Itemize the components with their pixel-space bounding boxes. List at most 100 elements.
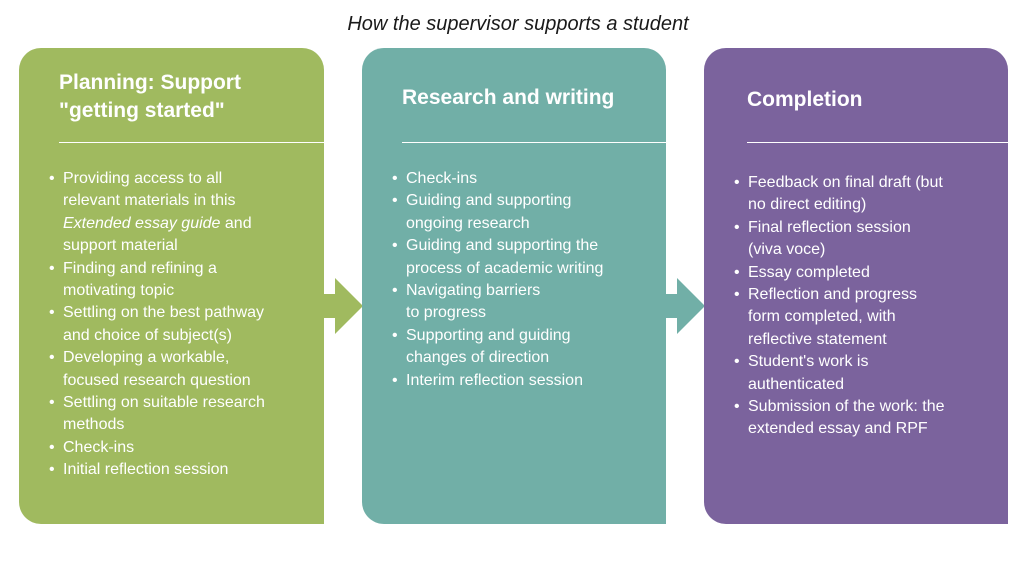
list-item-line: Initial reflection session xyxy=(63,459,310,481)
item-text: no direct editing) xyxy=(748,196,867,214)
bullet-icon: • xyxy=(734,398,740,416)
item-text: Guiding and supporting xyxy=(406,192,572,210)
stage-item-list: • Feedback on final draft (but no direct e… xyxy=(734,172,994,441)
item-text: Initial reflection session xyxy=(63,461,229,479)
list-item-line: Extended essay guide and xyxy=(63,213,310,235)
list-item: • Check-ins xyxy=(49,437,310,459)
item-text: form completed, with xyxy=(748,308,896,326)
bullet-icon: • xyxy=(734,263,740,281)
italic-text: Extended essay guide xyxy=(63,214,221,232)
bullet-icon: • xyxy=(392,326,398,344)
item-text: Interim reflection session xyxy=(406,371,583,389)
stage-research-writing: Research and writing •Check-ins•Guiding … xyxy=(362,48,666,524)
list-item: • Interim reflection session xyxy=(392,370,652,392)
list-item-line: Check-ins xyxy=(63,437,310,459)
item-text: relevant materials in this xyxy=(63,192,236,210)
list-item-line: form completed, with xyxy=(748,306,994,328)
stage-title: Planning: Support "getting started" xyxy=(59,69,310,125)
list-item: • Reflection and progress form completed, … xyxy=(734,284,994,351)
stage-title-line: "getting started" xyxy=(59,99,225,122)
item-text: Student's work is xyxy=(748,353,869,371)
list-item: • Guiding and supporting ongoing research xyxy=(392,190,652,235)
item-text: Developing a workable, xyxy=(63,349,230,367)
list-item-line: Reflection and progress xyxy=(748,284,994,306)
list-item-line: Supporting and guiding xyxy=(406,325,652,347)
list-item: • Student's work is authenticated xyxy=(734,351,994,396)
diagram-caption: How the supervisor supports a student xyxy=(347,13,689,35)
list-item-line: ongoing research xyxy=(406,213,652,235)
list-item-line: Feedback on final draft (but xyxy=(748,172,994,194)
bullet-icon: • xyxy=(392,237,398,255)
list-item-line: Submission of the work: the xyxy=(748,396,994,418)
bullet-icon: • xyxy=(49,349,55,367)
item-text: and xyxy=(220,214,252,232)
list-item-line: Developing a workable, xyxy=(63,347,310,369)
stage-title-line: Planning: Support xyxy=(59,71,241,94)
stage-item-list: • Providing access to all relevant materia… xyxy=(49,168,310,482)
list-item-line: (viva voce) xyxy=(748,239,994,261)
list-item-line: Essay completed xyxy=(748,262,994,284)
item-text: support material xyxy=(63,237,178,255)
list-item-line: authenticated xyxy=(748,374,994,396)
item-text: Final reflection session xyxy=(748,218,911,236)
item-text: and choice of subject(s) xyxy=(63,326,232,344)
item-text: Reflection and progress xyxy=(748,286,917,304)
bullet-icon: • xyxy=(734,286,740,304)
item-text: to progress xyxy=(406,304,487,322)
list-item: •Final reflection session(viva voce) xyxy=(734,217,994,262)
list-item: • Initial reflection session xyxy=(49,459,310,481)
list-item: • Essay completed xyxy=(734,262,994,284)
list-item: • Settling on the best pathway and choice … xyxy=(49,302,310,347)
list-item-line: Settling on suitable research xyxy=(63,392,310,414)
item-text: (viva voce) xyxy=(748,241,826,259)
stage-title-line: Research and writing xyxy=(402,86,615,109)
list-item-line: process of academic writing xyxy=(406,258,652,280)
item-text: Supporting and guiding xyxy=(406,326,571,344)
list-item: •Developing a workable,focused research … xyxy=(49,347,310,392)
list-item-line: Providing access to all xyxy=(63,168,310,190)
list-item-line: no direct editing) xyxy=(748,194,994,216)
list-item-line: Final reflection session xyxy=(748,217,994,239)
list-item: •Check-ins xyxy=(392,168,652,190)
stage-title: Completion xyxy=(747,86,994,114)
list-item-line: motivating topic xyxy=(63,280,310,302)
stage-planning: Planning: Support "getting started" • Pro… xyxy=(19,48,324,524)
bullet-icon: • xyxy=(49,461,55,479)
stage-completion: Completion • Feedback on final draft (but… xyxy=(704,48,1008,524)
list-item-line: support material xyxy=(63,235,310,257)
bullet-icon: • xyxy=(49,304,55,322)
item-text: Check-ins xyxy=(406,170,478,187)
list-item-line: methods xyxy=(63,414,310,436)
list-item-line: Navigating barriers xyxy=(406,280,652,302)
list-item-line: Guiding and supporting xyxy=(406,190,652,212)
item-text: extended essay and RPF xyxy=(748,420,928,438)
bullet-icon: • xyxy=(392,192,398,210)
item-text: ongoing research xyxy=(406,214,530,232)
bullet-icon: • xyxy=(392,371,398,389)
list-item-line: relevant materials in this xyxy=(63,190,310,212)
list-item-line: to progress xyxy=(406,302,652,324)
arrow-right-icon xyxy=(323,278,363,334)
bullet-icon: • xyxy=(49,170,55,187)
bullet-icon: • xyxy=(734,174,740,191)
item-text: Essay completed xyxy=(748,263,870,281)
list-item: • Feedback on final draft (but no direct e… xyxy=(734,172,994,217)
item-text: Settling on suitable research xyxy=(63,394,265,412)
item-text: Settling on the best pathway xyxy=(63,304,265,322)
stage-divider xyxy=(747,142,1008,143)
item-text: methods xyxy=(63,416,125,434)
stage-divider xyxy=(59,142,324,143)
bullet-icon: • xyxy=(734,353,740,371)
item-text: changes of direction xyxy=(406,349,550,367)
list-item: • Supporting and guiding changes of direct… xyxy=(392,325,652,370)
item-text: Providing access to all xyxy=(63,170,223,187)
list-item-line: Guiding and supporting the xyxy=(406,235,652,257)
bullet-icon: • xyxy=(49,438,55,456)
item-text: Submission of the work: the xyxy=(748,398,945,416)
list-item: • Submission of the work: the extended ess… xyxy=(734,396,994,441)
